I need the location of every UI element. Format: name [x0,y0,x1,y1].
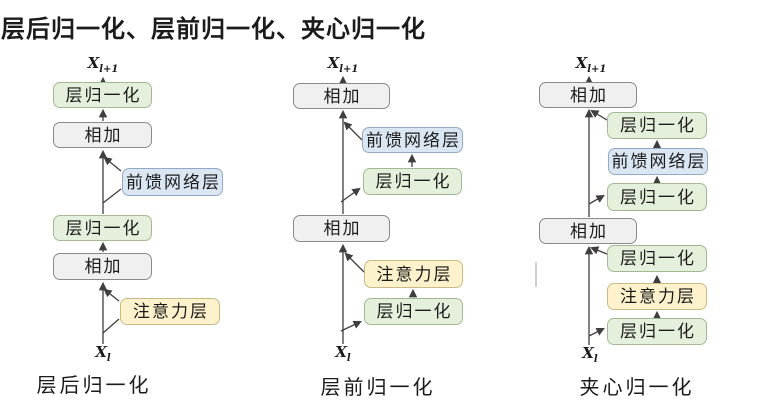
connectors-post-ln [98,76,122,344]
input-label: Xl [335,343,351,364]
branch-arrow [340,187,361,203]
box-add: 相加 [293,215,390,242]
box-add: 相加 [539,218,637,244]
output-label: Xl+1 [327,54,359,75]
diagram-title: 层后归一化、层前归一化、夹心归一化 [1,17,426,43]
box-attention: 注意力层 [120,298,220,325]
box-add: 相加 [293,83,390,109]
merge-arrow [590,109,608,121]
box-layer-norm: 层归一化 [607,183,707,211]
box-ffn: 前馈网络层 [122,168,223,196]
input-label: Xl [95,343,111,364]
box-add: 相加 [53,253,152,280]
box-layer-norm: 层归一化 [607,318,707,345]
box-add: 相加 [53,122,152,148]
branch-arrow [340,320,362,332]
column-caption: 夹心归一化 [579,377,695,399]
output-label: Xl+1 [87,54,119,75]
branch-arrow [588,194,605,205]
column-caption: 层前归一化 [320,377,436,399]
branch-arrow [588,328,605,337]
column-caption: 层后归一化 [36,375,152,397]
output-label: Xl+1 [575,54,607,75]
box-attention: 注意力层 [607,283,707,310]
box-layer-norm: 层归一化 [607,112,707,139]
stray-mark [535,262,537,287]
box-layer-norm: 层归一化 [53,215,152,241]
input-label: Xl [582,344,598,365]
box-ffn: 前馈网络层 [362,127,463,153]
box-layer-norm: 层归一化 [53,82,152,108]
box-ffn: 前馈网络层 [608,148,708,175]
merge-arrow [343,121,363,141]
box-layer-norm: 层归一化 [364,298,463,325]
branch-line [102,318,120,334]
merge-arrow [344,252,365,273]
merge-arrow [103,156,122,172]
merge-arrow [590,246,608,255]
box-add: 相加 [539,82,637,108]
merge-arrow [103,288,120,302]
branch-line [102,188,122,204]
box-layer-norm: 层归一化 [363,168,462,195]
box-attention: 注意力层 [364,260,463,288]
box-layer-norm: 层归一化 [607,245,707,272]
